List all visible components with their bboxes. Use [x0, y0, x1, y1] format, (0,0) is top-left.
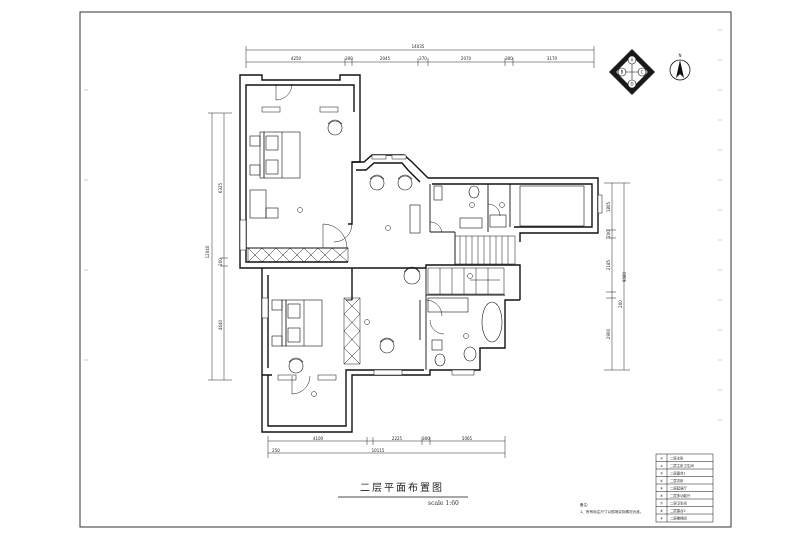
legend-label-4: 二层次卧	[670, 478, 684, 483]
dim-bottom-seg-3: 300	[422, 436, 430, 441]
dim-top-seg-3: 2045	[380, 56, 391, 61]
dim-top-seg-5: 2070	[461, 56, 472, 61]
wardrobe-lower	[343, 297, 361, 365]
compass-letter-d: D	[630, 82, 633, 87]
bathroom-fixtures	[427, 185, 585, 367]
right-dimension-chain	[604, 182, 630, 371]
legend-label-7: 二层卫生间	[670, 501, 688, 506]
legend-num-3: ③	[660, 472, 663, 476]
sheet-frame	[79, 11, 732, 528]
legend-label-2: 二层主卧卫生间	[670, 463, 694, 468]
dim-left-seg-2: 200	[218, 258, 223, 266]
dim-bottom-total: 10115	[372, 448, 385, 453]
dim-top-total: 14035	[412, 44, 425, 49]
dim-bottom-seg-2: 2225	[392, 436, 403, 441]
compass-letter-b: B	[621, 70, 624, 75]
legend-label-6: 二层多功能厅	[670, 493, 691, 498]
dim-right-middle: 200	[606, 230, 611, 238]
room-markers	[297, 202, 505, 397]
left-dimension-chain	[208, 112, 232, 381]
legend-num-7: ⑦	[660, 502, 663, 506]
legend-num-8: ⑧	[660, 509, 663, 513]
drawing-scale: scale 1:60	[428, 500, 459, 507]
north-label: N	[679, 53, 682, 58]
door-swings	[275, 83, 501, 395]
windows	[239, 106, 603, 381]
master-bed	[249, 131, 301, 219]
wardrobe-upper	[247, 247, 349, 263]
legend-num-1: ①	[660, 457, 663, 461]
legend-num-9: ⑨	[660, 517, 663, 521]
staircase	[427, 235, 516, 295]
notes-line: 1、所有标注尺寸以现场实际情况为准。	[580, 509, 643, 514]
dim-right-seg-1: 1805	[606, 201, 611, 212]
legend-table	[655, 453, 714, 523]
legend-num-5: ⑤	[660, 487, 663, 491]
dim-top-seg-2: 300	[345, 56, 353, 61]
dim-right-inner: 200	[618, 300, 623, 308]
dim-top-seg-1: 4250	[291, 56, 302, 61]
dim-top-seg-7: 3170	[547, 56, 558, 61]
legend-label-8: 二层露台2	[670, 508, 686, 513]
compass-rose	[609, 49, 655, 95]
top-dimension-chain	[245, 46, 595, 68]
exterior-walls	[239, 74, 599, 433]
dim-left-seg-1: 6325	[218, 182, 223, 193]
drawing-title: 二层平面布置图	[360, 482, 444, 494]
dim-bottom-seg-1: 4100	[313, 436, 324, 441]
second-bed	[271, 299, 323, 347]
legend-num-6: ⑥	[660, 494, 663, 498]
bottom-dimension-chain	[267, 436, 506, 458]
armchairs	[288, 119, 421, 374]
compass-letter-a: A	[631, 58, 634, 63]
north-arrow	[669, 59, 691, 81]
dim-right-seg-2: 2185	[606, 259, 611, 270]
legend-label-5: 二层起居厅	[670, 486, 688, 491]
legend-num-2: ②	[660, 464, 663, 468]
legend-rows: ① 二层主卧 ② 二层主卧卫生间 ③ 二层露台1 ④ 二层次卧 ⑤ 二层起居厅 …	[660, 456, 694, 521]
dim-left-total: 12040	[205, 245, 210, 258]
dim-bottom-left: 250	[272, 448, 280, 453]
compass-letter-c: C	[641, 70, 644, 75]
notes-heading: 备注:	[580, 502, 588, 507]
legend-label-1: 二层主卧	[670, 456, 684, 461]
legend-label-9: 二层楼梯间	[670, 516, 688, 521]
dim-right-total: 9080	[622, 271, 627, 282]
dim-bottom-seg-4: 5065	[462, 436, 473, 441]
dim-top-seg-6: 300	[505, 56, 513, 61]
dim-top-seg-4: 270	[419, 56, 427, 61]
dim-left-seg-3: 4640	[218, 319, 223, 330]
frame-ticks	[84, 29, 722, 421]
dim-right-seg-3: 2900	[606, 328, 611, 339]
legend-num-4: ④	[660, 479, 663, 483]
legend-label-3: 二层露台1	[670, 471, 686, 476]
